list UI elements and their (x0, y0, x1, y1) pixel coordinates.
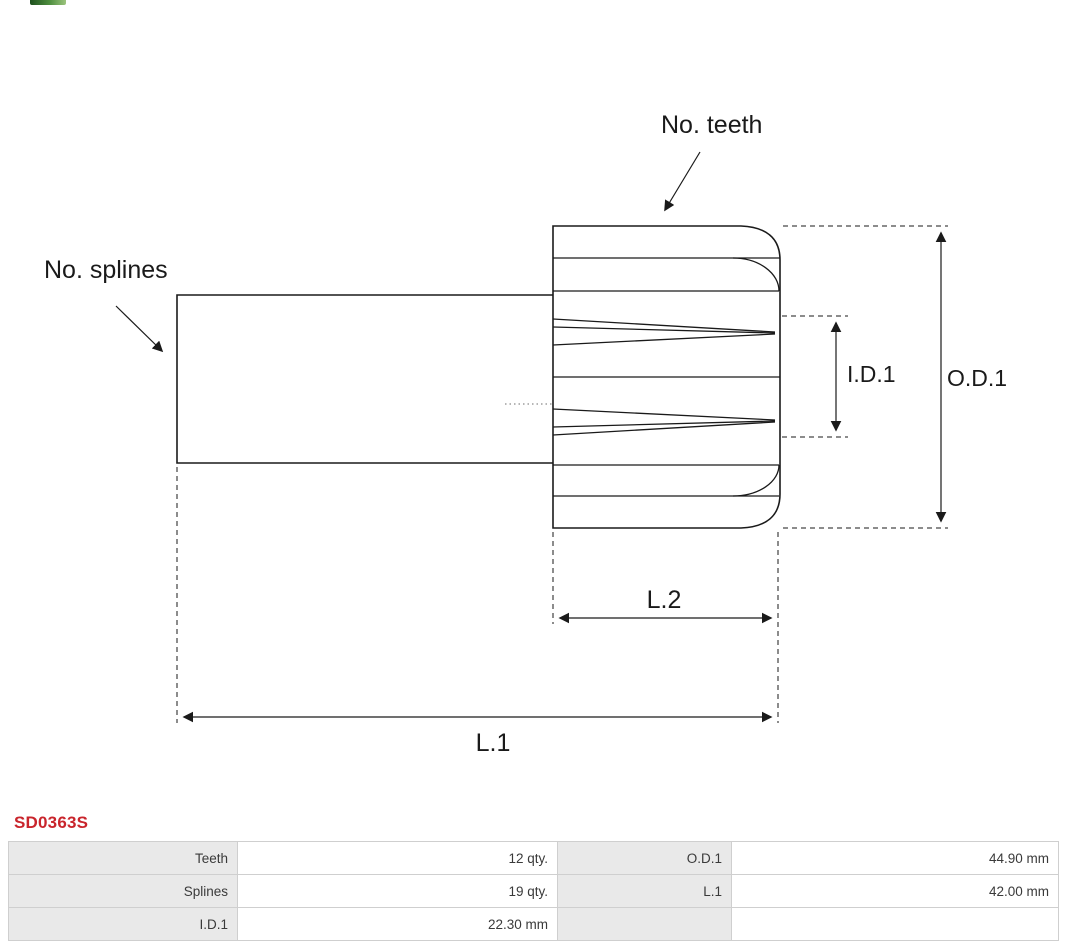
spec-label-cell (557, 907, 732, 941)
logo-fragment (30, 0, 66, 5)
table-row: I.D.1 22.30 mm (8, 907, 1059, 941)
spec-label-cell: O.D.1 (557, 841, 732, 875)
no-splines-pointer-arrow (115, 305, 164, 353)
spec-label-cell: L.1 (557, 874, 732, 908)
spec-label-cell: Splines (8, 874, 238, 908)
pinion-technical-drawing: No. teeth No. splines I.D.1 O.D.1 L.2 L.… (44, 111, 1007, 757)
id1-label: I.D.1 (847, 361, 896, 387)
spec-value-cell (731, 907, 1059, 941)
l1-label: L.1 (476, 729, 511, 757)
table-row: Teeth 12 qty. O.D.1 44.90 mm (8, 841, 1059, 875)
part-number: SD0363S (14, 813, 89, 832)
shaft-outline (176, 294, 577, 464)
no-teeth-pointer-arrow (664, 151, 701, 212)
spec-value-cell: 19 qty. (237, 874, 558, 908)
spec-value-cell: 44.90 mm (731, 841, 1059, 875)
spec-label-cell: I.D.1 (8, 907, 238, 941)
no-teeth-label: No. teeth (661, 111, 762, 139)
table-row: Splines 19 qty. L.1 42.00 mm (8, 874, 1059, 908)
no-splines-label: No. splines (44, 256, 168, 284)
extension-lines (176, 225, 948, 723)
od1-label: O.D.1 (947, 365, 1007, 391)
spec-value-cell: 12 qty. (237, 841, 558, 875)
spec-table: Teeth 12 qty. O.D.1 44.90 mm Splines 19 … (8, 841, 1059, 941)
gear-body (552, 225, 781, 529)
spec-value-cell: 22.30 mm (237, 907, 558, 941)
l2-label: L.2 (647, 586, 682, 614)
spec-value-cell: 42.00 mm (731, 874, 1059, 908)
spec-label-cell: Teeth (8, 841, 238, 875)
dimension-lines (115, 151, 947, 723)
